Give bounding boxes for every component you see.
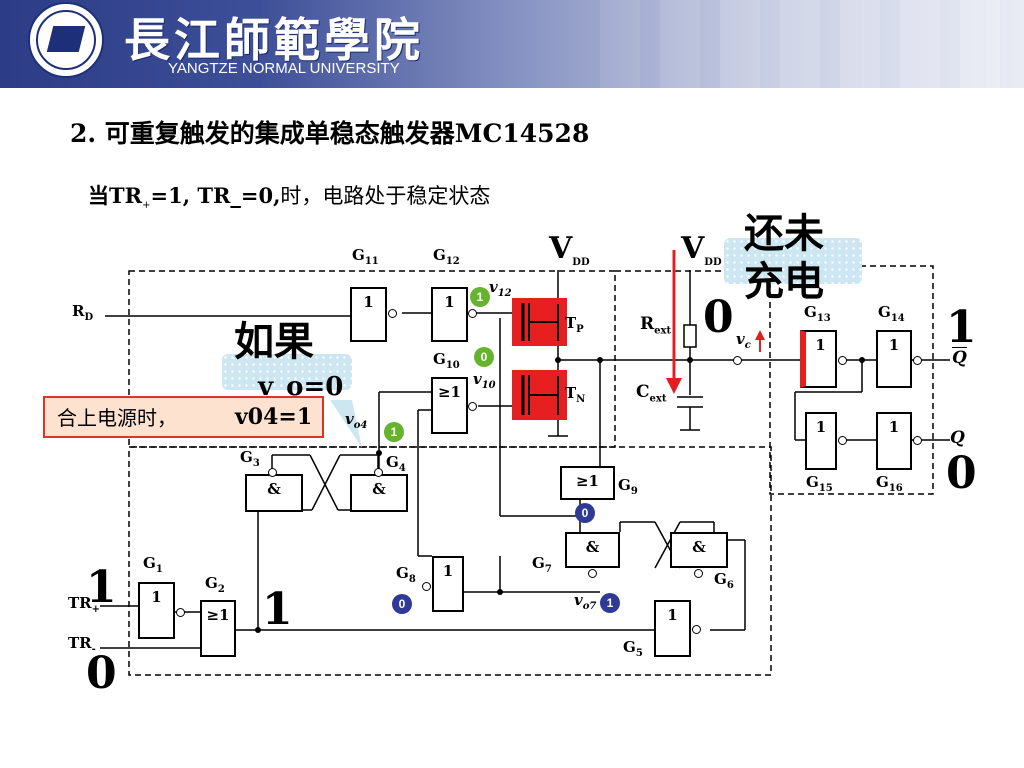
level-q: 0 (946, 448, 977, 499)
gate-g12: 1 (431, 287, 468, 342)
gate-g8: 1 (432, 556, 464, 612)
gate-g3: & (245, 474, 303, 512)
gate-g13: 1 (800, 330, 837, 388)
gate-g10: ≥1 (431, 377, 468, 434)
label-vdd-1: VDD (549, 231, 590, 268)
label-vc: vc (736, 330, 751, 351)
header-banner: 長江師範學院 YANGTZE NORMAL UNIVERSITY (0, 0, 1024, 88)
power-on-note: 合上电源时， v04=1 (43, 396, 324, 438)
label-vo7: vo7 (574, 591, 597, 612)
inverter-bubble (374, 468, 383, 477)
inverter-bubble (692, 625, 701, 634)
level-g2-out: 1 (262, 584, 293, 635)
level-q-bar: 1 (946, 302, 977, 353)
label-g9: G9 (618, 476, 638, 497)
label-g10: G10 (433, 350, 460, 371)
label-g15: G15 (806, 473, 833, 494)
label-g1: G1 (143, 554, 163, 575)
label-g5: G5 (623, 638, 643, 659)
inverter-bubble (694, 569, 703, 578)
label-vdd-2: VDD (681, 231, 722, 268)
label-v10: v10 (473, 370, 496, 391)
label-tr-minus: TR- (68, 634, 96, 655)
level-vc: 0 (703, 292, 734, 343)
callout-not-charged-text: 还未充电 (744, 210, 824, 305)
inverter-bubble (468, 309, 477, 318)
university-name-cn: 長江師範學院 (124, 13, 424, 67)
junction-dot (687, 357, 693, 363)
slide-subtitle: 当TR+=1, TR_=0,时，电路处于稳定状态 (88, 183, 491, 212)
callout-if-cond: v_o=0 (258, 372, 344, 402)
gate-g1: 1 (138, 582, 175, 639)
gate-g4: & (350, 474, 408, 512)
gate-g14: 1 (876, 330, 912, 388)
logic-mark-g8: 0 (392, 594, 412, 614)
label-g2: G2 (205, 574, 225, 595)
inverter-bubble (913, 436, 922, 445)
gate-g9: ≥1 (560, 466, 615, 500)
gate-g2: ≥1 (200, 600, 236, 657)
label-g4: G4 (386, 453, 406, 474)
university-name-en: YANGTZE NORMAL UNIVERSITY (168, 60, 400, 77)
inverter-bubble (268, 468, 277, 477)
logic-mark-vo4: 1 (384, 422, 404, 442)
callout-if (222, 354, 352, 390)
label-v12: v12 (489, 278, 512, 299)
logic-mark-v12: 1 (470, 287, 490, 307)
label-q-bar: Q (952, 348, 967, 368)
inverter-bubble (388, 309, 397, 318)
junction-dot (597, 357, 603, 363)
label-q: Q (950, 428, 965, 448)
label-g7: G7 (532, 554, 552, 575)
inverter-bubble (838, 356, 847, 365)
inverter-bubble (176, 608, 185, 617)
logic-mark-v10: 0 (474, 347, 494, 367)
label-g12: G12 (433, 246, 460, 267)
inverter-bubble (838, 436, 847, 445)
label-rd: RD (72, 302, 94, 323)
label-g16: G16 (876, 473, 903, 494)
label-g3: G3 (240, 448, 260, 469)
label-g6: G6 (714, 570, 734, 591)
label-g13: G13 (804, 303, 831, 324)
label-g8: G8 (396, 564, 416, 585)
inverter-bubble (913, 356, 922, 365)
junction-dot (255, 627, 261, 633)
slide-title: 2. 可重复触发的集成单稳态触发器MC14528 (70, 119, 590, 148)
inverter-bubble (468, 402, 477, 411)
level-tr-minus: 0 (86, 648, 117, 699)
junction-dot (859, 357, 865, 363)
label-cext: Cext (636, 382, 667, 405)
university-logo-icon (28, 2, 104, 78)
vc-terminal (733, 356, 742, 365)
logic-mark-vo7: 1 (600, 593, 620, 613)
gate-g15: 1 (805, 412, 837, 470)
label-tr-plus: TR+ (68, 594, 101, 615)
gate-g16: 1 (876, 412, 912, 470)
junction-dot (555, 357, 561, 363)
gate-g5: 1 (654, 600, 691, 657)
callout-not-charged (724, 238, 862, 284)
inverter-bubble (588, 569, 597, 578)
label-g14: G14 (878, 303, 905, 324)
junction-dot (376, 450, 382, 456)
inverter-bubble (422, 582, 431, 591)
gate-g6: & (670, 532, 728, 568)
gate-g11: 1 (350, 287, 387, 342)
gate-g7: & (565, 532, 620, 568)
logic-mark-g9: 0 (575, 503, 595, 523)
level-tr-plus: 1 (86, 562, 117, 613)
callout-if-text: 如果 (234, 318, 314, 365)
label-g11: G11 (352, 246, 379, 267)
junction-dot (497, 589, 503, 595)
label-vo4: vo4 (345, 410, 368, 431)
label-tp: TP (565, 314, 584, 335)
label-rext: Rext (640, 314, 672, 337)
label-tn: TN (565, 384, 586, 405)
